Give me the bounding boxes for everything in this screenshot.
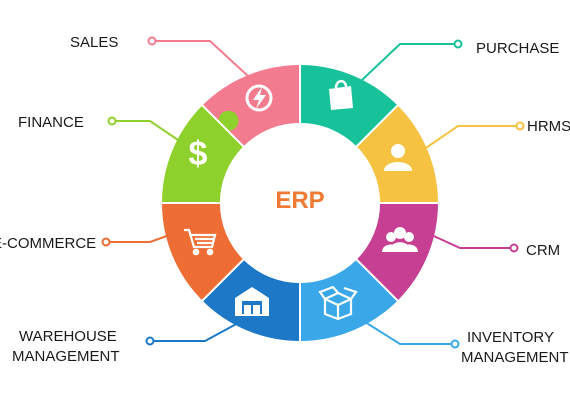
label-warehouse-line1: WAREHOUSE [19, 328, 117, 345]
label-sales: SALES [70, 34, 119, 51]
label-warehouse-line2: MANAGEMENT [12, 348, 120, 365]
crm-connector-dot [509, 243, 519, 253]
center-disc [220, 123, 380, 283]
segment-divider [355, 104, 399, 148]
open-box-icon [318, 285, 358, 321]
shopping-cart-icon [184, 228, 217, 256]
segment-knob-finance [218, 110, 239, 131]
inventory-connector-dot [450, 339, 460, 349]
label-ecommerce: E-COMMERCE [0, 235, 97, 252]
segment-finance [162, 105, 244, 203]
hrms-connector-dot [515, 121, 525, 131]
finance-connector-dot [107, 116, 117, 126]
shopping-bag-icon [329, 79, 353, 110]
label-inventory-line2: MANAGEMENT [461, 349, 569, 366]
center-label: ERP [275, 187, 325, 214]
lightning-bolt-icon [245, 84, 273, 112]
sales-connector-dot [147, 36, 157, 46]
hrms-connector [419, 125, 520, 153]
warehouse-connector [150, 321, 241, 342]
sales-connector [152, 40, 249, 77]
warehouse-connector-dot [145, 336, 155, 346]
segment-divider [355, 258, 399, 302]
warehouse-icon [235, 287, 269, 316]
purchase-connector [361, 43, 458, 81]
segment-divider [201, 258, 245, 302]
label-finance: FINANCE [18, 114, 84, 131]
purchase-connector-dot [453, 39, 463, 49]
inventory-connector [361, 319, 455, 345]
group-icon [382, 227, 418, 252]
ecommerce-connector-dot [101, 237, 111, 247]
label-hrms: HRMS [527, 118, 570, 135]
dollar-sign-icon: $ [189, 135, 208, 173]
ecommerce-connector [106, 231, 179, 243]
segment-ecommerce [162, 203, 244, 301]
crm-connector [424, 231, 514, 249]
finance-connector [112, 120, 179, 141]
segment-divider [201, 104, 245, 148]
label-inventory-line1: INVENTORY [467, 329, 554, 346]
label-purchase: PURCHASE [476, 40, 560, 57]
person-icon [384, 144, 412, 171]
label-crm: CRM [526, 242, 561, 259]
